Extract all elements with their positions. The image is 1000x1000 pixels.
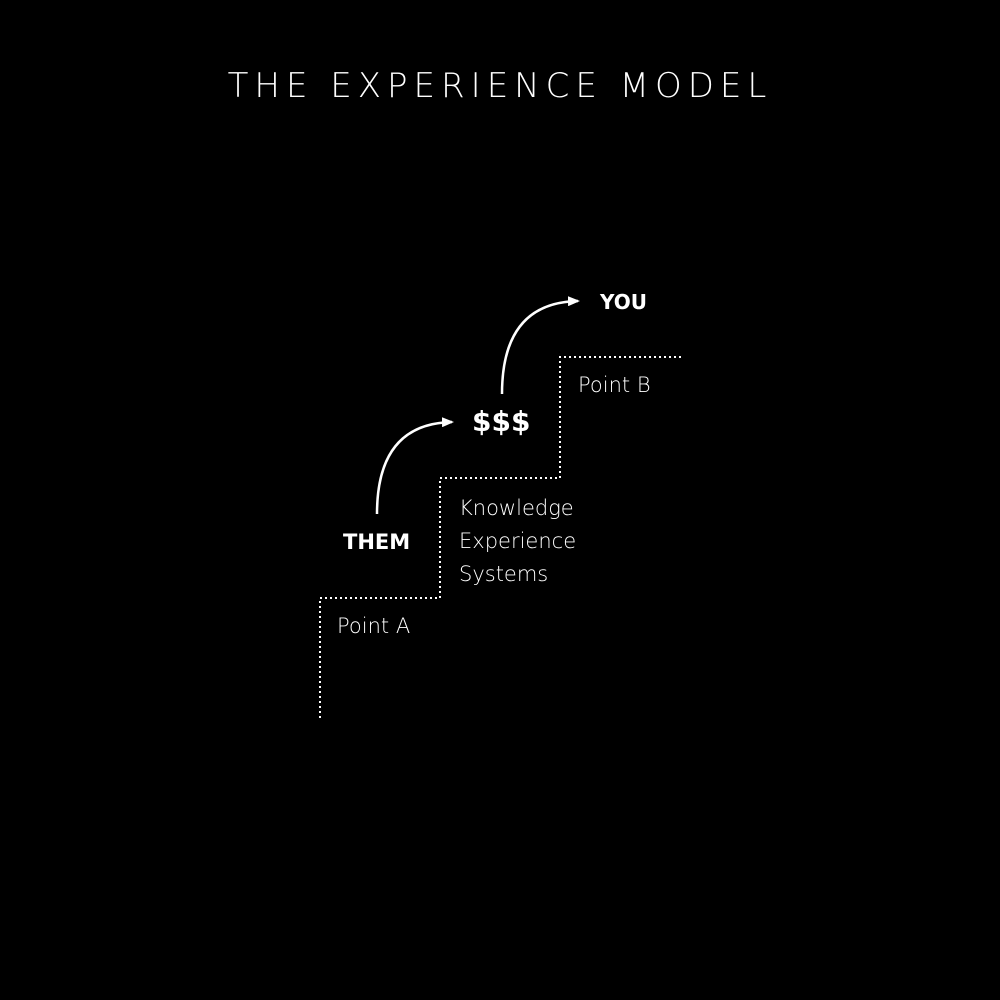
dotted-staircase-line [319,356,682,718]
point-a-label: Point A [337,614,411,638]
arrow-money-to-you [500,296,580,395]
money-label: $$$ [472,405,531,438]
page-title: THE EXPERIENCE MODEL [227,66,773,106]
you-label: YOU [600,290,648,314]
step-item-knowledge: Knowledge [459,496,574,520]
arrow-them-to-money [375,417,454,515]
step-item-experience: Experience [459,529,577,553]
step-items-list: Knowledge Experience Systems [459,492,576,591]
point-b-label: Point B [578,373,651,397]
step-item-systems: Systems [459,562,549,586]
them-label: THEM [343,530,411,554]
